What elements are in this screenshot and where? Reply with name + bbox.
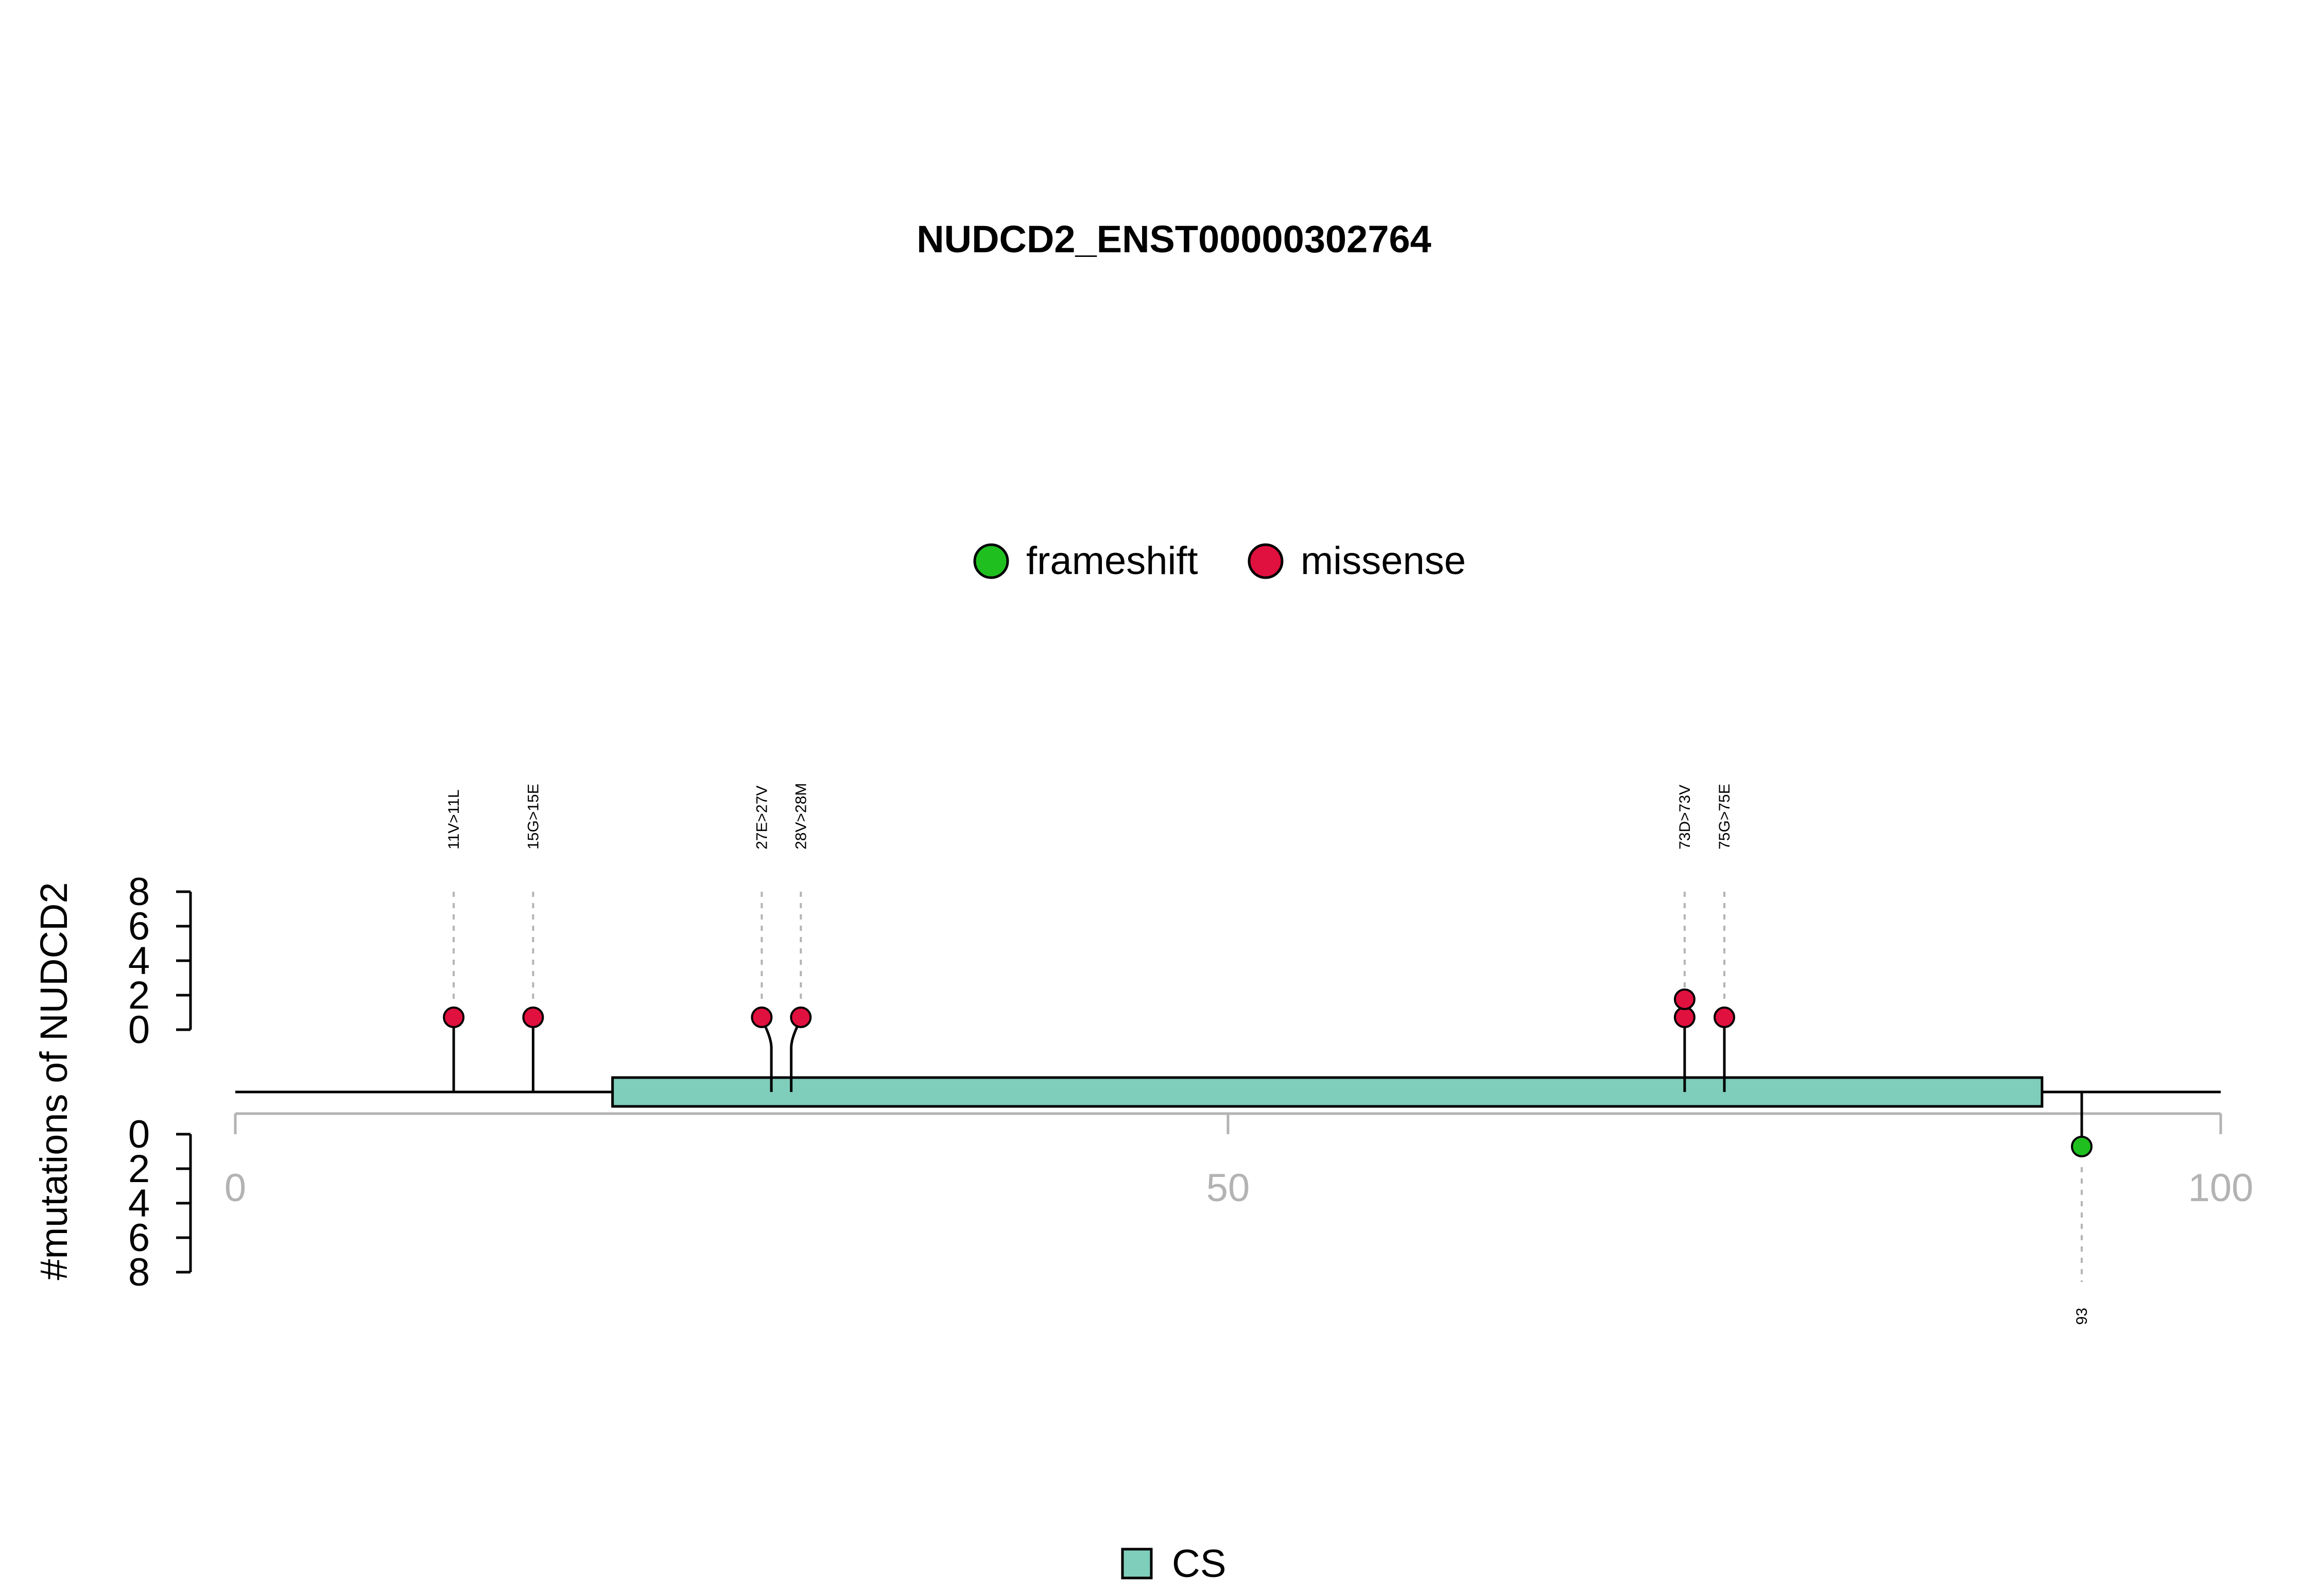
mutation-label: 28V>28M bbox=[792, 783, 809, 849]
mutation-73D>73V: 73D>73V bbox=[1673, 785, 1696, 1092]
mutation-type-legend: frameshift missense bbox=[973, 539, 1466, 583]
domain-CS bbox=[611, 1076, 2044, 1108]
mutation-label: 93 bbox=[2073, 1308, 2090, 1325]
legend-label-missense: missense bbox=[1301, 539, 1466, 583]
mutation-11V>11L: 11V>11L bbox=[443, 790, 465, 1092]
domain-legend: CS bbox=[1121, 1542, 1226, 1586]
top-y-tick-label: 4 bbox=[128, 939, 150, 983]
lollipop-marks: 11V>11L 15G>15E 27E>27V 28V>28M 73D>73V 75G>7… bbox=[443, 783, 2093, 1325]
x-axis: 0 50 100 bbox=[224, 1112, 2254, 1210]
lollipop-head bbox=[522, 1007, 544, 1028]
mutation-75G>75E: 75G>75E bbox=[1714, 784, 1735, 1092]
lollipop-head bbox=[2071, 1136, 2093, 1157]
top-y-tick-label: 2 bbox=[128, 974, 150, 1017]
legend-marker-missense bbox=[1248, 543, 1284, 579]
y-axis-label: #mutations of NUDCD2 bbox=[32, 882, 75, 1280]
chart-title: NUDCD2_ENST00000302764 bbox=[917, 218, 1431, 261]
mutation-28V>28M: 28V>28M bbox=[790, 783, 812, 1092]
mutation-label: 75G>75E bbox=[1716, 784, 1733, 849]
lollipop-head bbox=[790, 1007, 812, 1028]
mutation-label: 11V>11L bbox=[445, 790, 462, 850]
mutation-27E>27V: 27E>27V bbox=[751, 786, 773, 1092]
top-y-tick-label: 0 bbox=[128, 1008, 150, 1052]
bottom-y-tick-label: 8 bbox=[128, 1251, 150, 1294]
legend-label-frameshift: frameshift bbox=[1026, 539, 1198, 583]
mutation-label: 15G>15E bbox=[525, 784, 542, 849]
top-y-tick-label: 6 bbox=[128, 905, 150, 948]
x-tick-label: 0 bbox=[224, 1166, 246, 1210]
lollipop-head bbox=[751, 1007, 773, 1028]
lollipop-head bbox=[1673, 1007, 1696, 1028]
bottom-y-tick-label: 0 bbox=[128, 1113, 150, 1156]
legend-marker-frameshift bbox=[973, 543, 1009, 579]
lollipop-head bbox=[1673, 988, 1696, 1010]
bottom-y-tick-label: 4 bbox=[128, 1182, 150, 1225]
protein-backbone bbox=[235, 1076, 2221, 1108]
mutation-93: 93 bbox=[2071, 1092, 2093, 1325]
lollipop-head bbox=[1714, 1007, 1735, 1028]
mutation-label: 73D>73V bbox=[1676, 785, 1693, 849]
domain-legend-label-CS: CS bbox=[1172, 1542, 1226, 1586]
bottom-y-tick-label: 6 bbox=[128, 1216, 150, 1260]
mutation-15G>15E: 15G>15E bbox=[522, 784, 544, 1092]
lollipop-head bbox=[443, 1007, 465, 1028]
x-tick-label: 100 bbox=[2188, 1166, 2254, 1210]
bottom-y-tick-label: 2 bbox=[128, 1147, 150, 1191]
top-y-tick-label: 8 bbox=[128, 870, 150, 914]
x-tick-label: 50 bbox=[1206, 1166, 1250, 1210]
mutation-label: 27E>27V bbox=[753, 786, 770, 849]
domain-legend-swatch-CS bbox=[1121, 1548, 1153, 1580]
